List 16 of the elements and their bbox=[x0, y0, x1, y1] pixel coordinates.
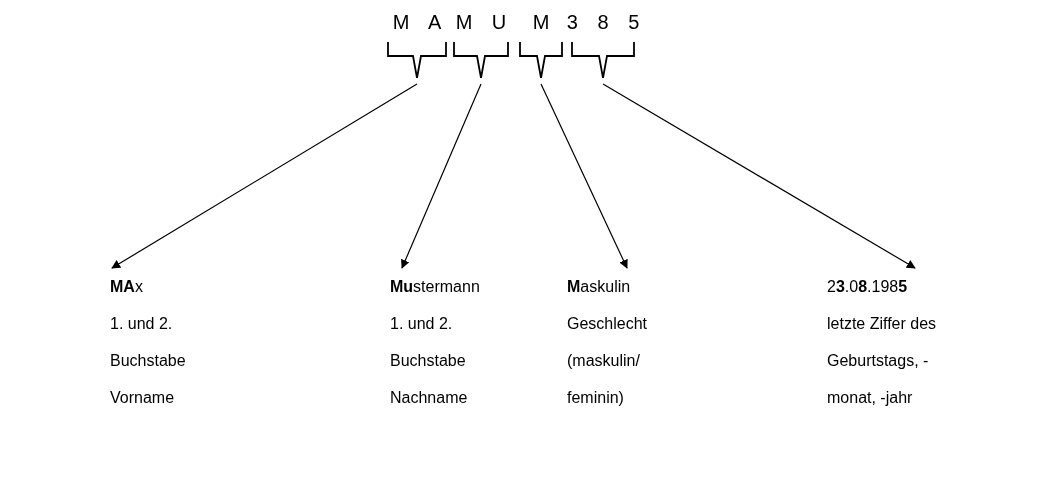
term-description: 1. und 2. Buchstabe Nachname bbox=[390, 314, 469, 408]
term-heading: 23.08.1985 bbox=[827, 277, 909, 297]
letter-group: M A bbox=[392, 8, 442, 36]
term-heading: Mustermann bbox=[390, 277, 481, 297]
arrow bbox=[602, 83, 916, 269]
term-heading: Maskulin bbox=[567, 277, 632, 297]
arrow bbox=[111, 83, 418, 269]
term-description: letzte Ziffer des Geburtstags, -monat, -jahr bbox=[827, 314, 938, 408]
arrow bbox=[540, 83, 628, 269]
term-heading: MAx bbox=[110, 277, 144, 297]
term-description: 1. und 2. Buchstabe Vorname bbox=[110, 314, 187, 408]
arrow bbox=[401, 83, 482, 269]
term-description: Geschlecht (maskulin/ feminin) bbox=[567, 314, 649, 408]
letter-group: 3 8 5 bbox=[566, 8, 640, 36]
letter-group: M U bbox=[455, 8, 507, 36]
letter-group: M bbox=[532, 8, 550, 36]
